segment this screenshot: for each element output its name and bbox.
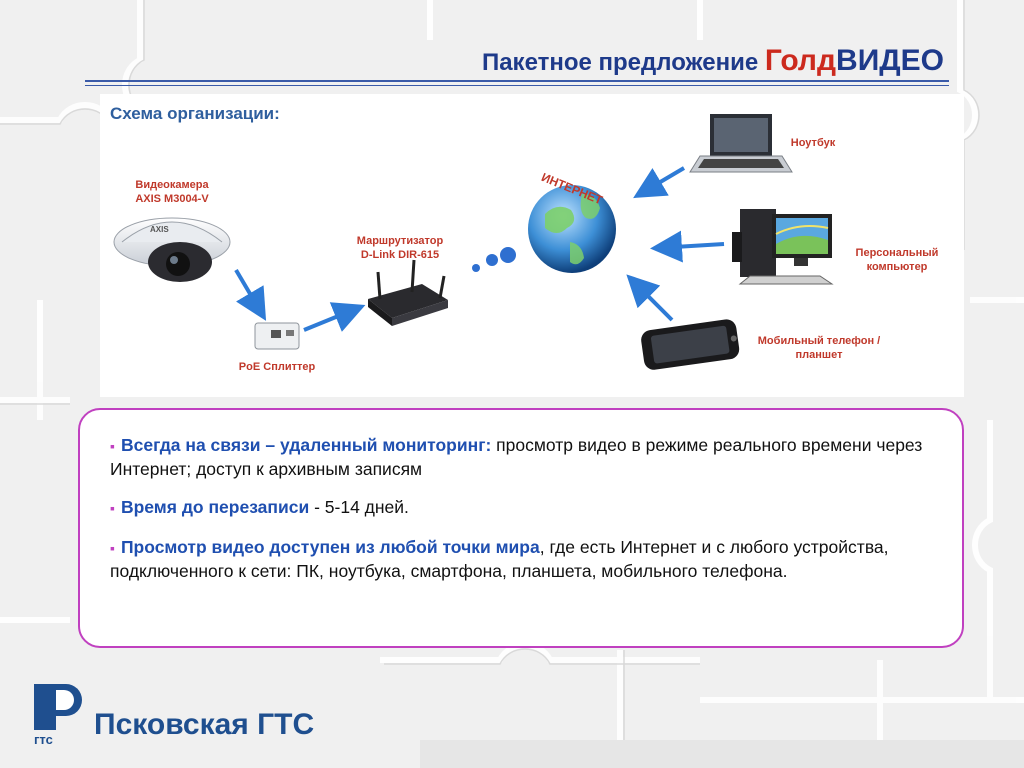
title-prefix: Пакетное предложение <box>481 49 765 76</box>
router-label: Маршрутизатор D-Link DIR-615 <box>344 234 456 262</box>
arrow-camera-splitter <box>234 268 267 321</box>
company-name: Псковская ГТС <box>94 708 315 741</box>
bullet-marker: ▪ <box>110 438 115 454</box>
pc-label-line2: компьютер <box>866 261 928 273</box>
logo-mark-text: гтс <box>34 732 53 747</box>
bullet-highlight: Всегда на связи – удаленный мониторинг: <box>120 435 492 455</box>
poe-splitter-icon <box>254 322 300 350</box>
mobile-label-line2: планшет <box>795 349 843 361</box>
network-diagram: Схема организации: AXIS <box>100 94 964 397</box>
title-divider-thin <box>85 85 949 86</box>
pgts-logo-icon <box>34 684 82 730</box>
router-icon <box>368 259 448 326</box>
scheme-title: Схема организации: <box>110 104 280 123</box>
mobile-label-line1: Мобильный телефон / <box>757 335 881 347</box>
arrow-laptop-internet <box>633 166 686 199</box>
mobile-label: Мобильный телефон / планшет <box>740 334 898 362</box>
bullet-marker: ▪ <box>110 500 115 516</box>
bullet-item: ▪ Всегда на связи – удаленный мониторинг:… <box>110 434 940 481</box>
bullet-marker: ▪ <box>110 540 115 556</box>
connection-dots <box>472 247 516 272</box>
camera-brand: AXIS <box>150 225 169 234</box>
pc-label-line1: Персональный <box>855 247 939 259</box>
camera-label: Видеокамера AXIS M3004-V <box>116 178 228 206</box>
router-label-line2: D-Link DIR-615 <box>360 249 440 261</box>
laptop-icon <box>689 114 793 173</box>
company-logo: гтс Псковская ГТС <box>28 676 348 752</box>
camera-label-line2: AXIS M3004-V <box>135 193 209 205</box>
globe-icon <box>528 185 616 273</box>
camera-label-line1: Видеокамера <box>135 179 209 191</box>
splitter-label: PoE Сплиттер <box>238 361 316 373</box>
bullet-text: , где есть Интернет и с любого устройств… <box>110 537 889 581</box>
arrow-splitter-router <box>303 302 366 332</box>
smartphone-icon <box>641 319 740 370</box>
bullet-item: ▪ Просмотр видео доступен из любой точки … <box>110 536 940 583</box>
title-video: ВИДЕО <box>836 44 944 77</box>
bullet-item: ▪ Время до перезаписи - 5-14 дней. <box>110 496 940 520</box>
bullet-highlight: Время до перезаписи <box>120 497 310 517</box>
page-title: Пакетное предложение ГолдВИДЕО <box>0 44 944 78</box>
arrow-pc-internet <box>650 230 725 263</box>
arrow-mobile-internet <box>626 274 674 322</box>
desktop-pc-icon <box>732 209 834 285</box>
notebook-label: Ноутбук <box>790 137 836 149</box>
title-gold: Голд <box>764 44 837 77</box>
title-divider <box>85 80 949 82</box>
router-label-line1: Маршрутизатор <box>356 235 444 247</box>
bullet-text: просмотр видео в режиме реального времен… <box>110 435 923 479</box>
diagram-graphics: AXIS ИНТЕРНЕТ <box>113 114 834 370</box>
bullet-text: - 5-14 дней. <box>309 497 409 517</box>
camera-icon: AXIS <box>113 217 231 282</box>
bullet-highlight: Просмотр видео доступен из любой точки м… <box>120 537 540 557</box>
features-box: ▪ Всегда на связи – удаленный мониторинг:… <box>78 408 964 648</box>
pc-label: Персональный компьютер <box>842 246 952 274</box>
